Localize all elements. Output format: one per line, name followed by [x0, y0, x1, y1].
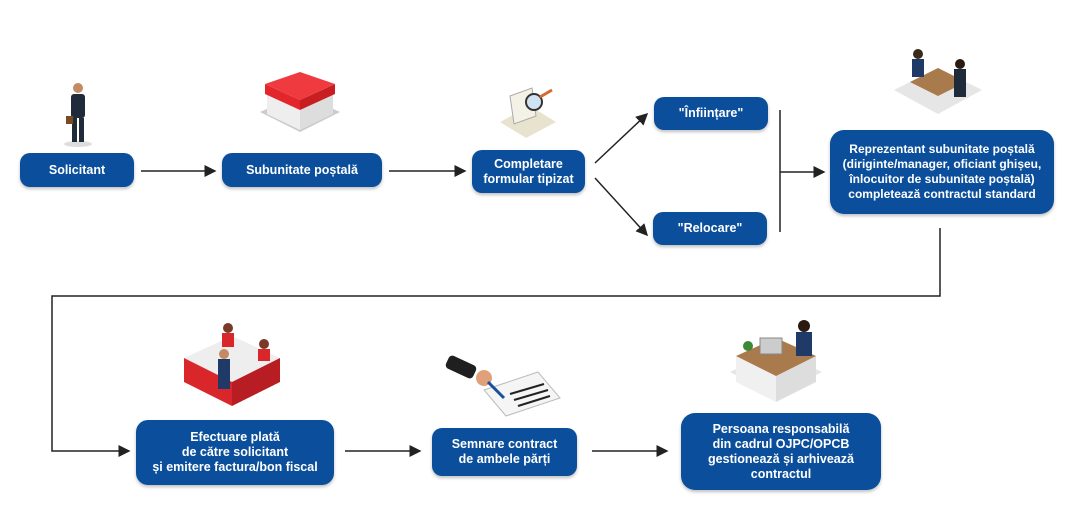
step-persoana-responsabila: Persoana responsabilă din cadrul OJPC/OP…: [681, 413, 881, 490]
arrow-completare-relocare: [594, 177, 649, 237]
form-magnifier-icon: [500, 87, 556, 138]
step-relocare: "Relocare": [653, 212, 767, 245]
cashier-counter-icon: [184, 323, 280, 406]
step-completare-formular: Completare formular tipizat: [472, 150, 585, 193]
person-icon: [64, 83, 92, 147]
signing-contract-icon: [445, 355, 561, 417]
step-infiintare: "Înființare": [654, 97, 768, 130]
step-semnare-contract: Semnare contract de ambele părți: [432, 428, 577, 476]
step-solicitant: Solicitant: [20, 153, 134, 187]
meeting-desk-icon: [894, 49, 982, 114]
arrow-reprezentant-efectuare: [51, 228, 941, 457]
post-office-icon: [260, 72, 340, 132]
arrow-completare-infiintare: [594, 112, 649, 164]
step-efectuare-plata: Efectuare plată de către solicitant și e…: [136, 420, 334, 485]
step-subunitate-postala: Subunitate poștală: [222, 153, 382, 187]
step-reprezentant: Reprezentant subunitate poștală (dirigin…: [830, 130, 1054, 214]
office-desk-icon: [730, 320, 822, 402]
